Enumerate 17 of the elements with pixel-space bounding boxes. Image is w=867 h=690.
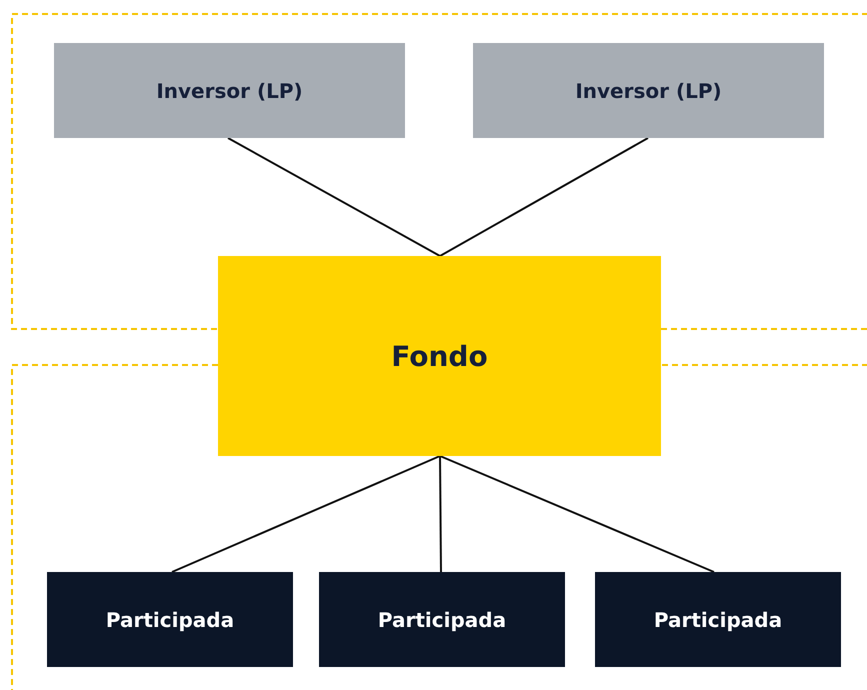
portfolio-company-box — [47, 572, 293, 667]
connector-line — [172, 455, 440, 573]
investor-box — [473, 43, 824, 138]
node-label: Participada — [106, 608, 234, 632]
node-label: Participada — [654, 608, 782, 632]
node-label: Inversor (LP) — [156, 78, 303, 102]
connector-line — [228, 137, 440, 257]
node-label: Participada — [378, 608, 506, 632]
node-label: Inversor (LP) — [575, 78, 722, 102]
connector-line — [440, 137, 648, 257]
connector-line — [440, 455, 714, 573]
investor-box — [54, 43, 405, 138]
node-label: Fondo — [391, 340, 488, 372]
portfolio-company-box — [319, 572, 565, 667]
fund-box — [218, 256, 661, 456]
portfolio-company-box — [595, 572, 841, 667]
connector-line — [439, 456, 442, 572]
